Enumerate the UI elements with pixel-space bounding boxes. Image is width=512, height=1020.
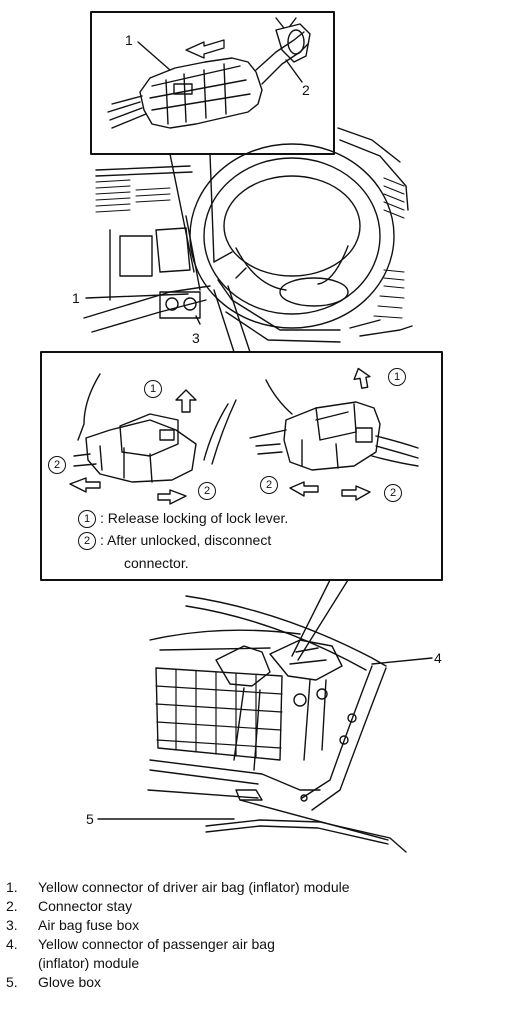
note-text-2: : After unlocked, disconnect — [100, 532, 272, 548]
passenger-area-drawing — [148, 596, 406, 852]
legend-num: 5. — [6, 974, 18, 990]
callout-2-inset: 2 — [302, 82, 310, 98]
callout-3-main: 3 — [192, 330, 200, 346]
driver-connector-drawing — [108, 18, 310, 128]
step-marker-left-2a: 2 — [48, 456, 66, 474]
note-marker-2: 2 — [78, 532, 96, 550]
top-inset-frame — [91, 12, 334, 154]
step-left-drawing — [70, 374, 236, 504]
note-text-1: : Release locking of lock lever. — [100, 510, 289, 526]
step-marker-left-2b: 2 — [198, 482, 216, 500]
legend-num: 1. — [6, 879, 18, 895]
legend-num: 3. — [6, 917, 18, 933]
legend-item-4: 4. Yellow connector of passenger air bag — [6, 935, 506, 954]
step-right-drawing — [250, 367, 418, 500]
legend-num: 4. — [6, 936, 18, 952]
legend-item-2: 2. Connector stay — [6, 897, 506, 916]
legend: 1. Yellow connector of driver air bag (i… — [6, 878, 506, 992]
step-marker-right-1: 1 — [388, 368, 406, 386]
step-marker-left-1: 1 — [144, 380, 162, 398]
legend-item-4-continuation: (inflator) module — [38, 955, 140, 971]
note-continuation: connector. — [124, 555, 189, 571]
step-box-frame — [41, 352, 442, 580]
step-marker-right-2a: 2 — [260, 476, 278, 494]
legend-item-1: 1. Yellow connector of driver air bag (i… — [6, 878, 506, 897]
legend-item-5: 5. Glove box — [6, 973, 506, 992]
callout-4-main: 4 — [434, 650, 442, 666]
legend-text: Air bag fuse box — [38, 917, 140, 933]
legend-text: Glove box — [38, 974, 102, 990]
step-marker-right-2b: 2 — [384, 484, 402, 502]
dashboard-drawing — [84, 128, 412, 336]
legend-text: Yellow connector of passenger air bag — [38, 936, 275, 952]
callout-5-main: 5 — [86, 811, 94, 827]
note-row-1: 1 : Release locking of lock lever. — [78, 510, 288, 528]
note-marker-1: 1 — [78, 510, 96, 528]
legend-text: Yellow connector of driver air bag (infl… — [38, 879, 350, 895]
legend-num: 2. — [6, 898, 18, 914]
callout-1-inset: 1 — [125, 32, 133, 48]
legend-text: Connector stay — [38, 898, 133, 914]
line-art — [0, 0, 512, 870]
callout-1-main: 1 — [72, 290, 80, 306]
legend-item-3: 3. Air bag fuse box — [6, 916, 506, 935]
note-row-2: 2 : After unlocked, disconnect — [78, 532, 271, 550]
